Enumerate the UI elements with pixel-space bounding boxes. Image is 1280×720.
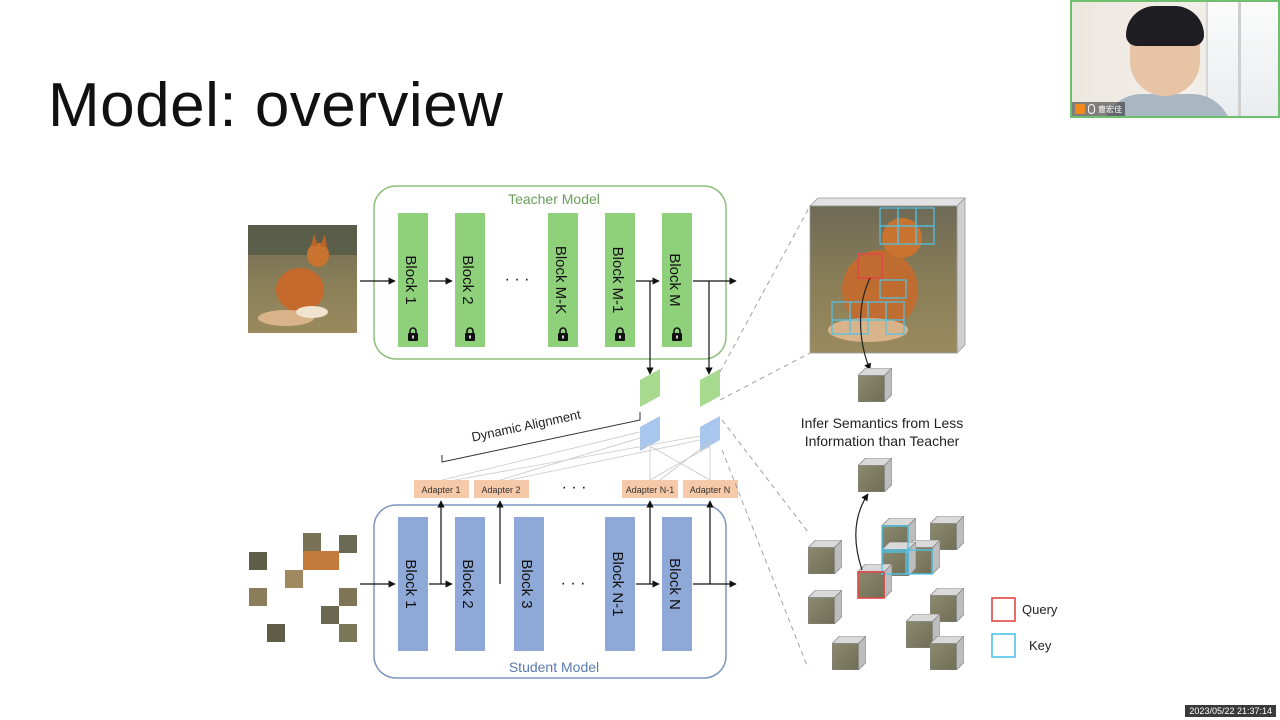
svg-text:Block 1: Block 1 [402,559,419,608]
svg-text:Block 2: Block 2 [459,255,476,304]
teacher-block-1: Block 1 [398,213,428,347]
svg-text:Adapter 2: Adapter 2 [481,485,520,495]
masked-input-patches [249,533,357,642]
dynamic-alignment: Dynamic Alignment [441,407,713,481]
svg-text:Block M-1: Block M-1 [609,247,626,314]
microphone-icon[interactable] [1088,104,1095,114]
legend-query-label: Query [1022,602,1058,617]
student-ellipsis: · · · [561,575,586,592]
svg-text:Block 1: Block 1 [402,255,419,304]
zoomed-teacher-attention [809,197,966,371]
svg-text:Block 2: Block 2 [459,559,476,608]
participant-name: 曹宏佳 [1098,104,1122,114]
adapter-2: Adapter 2 [474,480,529,498]
student-feature-1 [640,416,660,451]
legend-query-swatch [991,597,1016,622]
teacher-block-m: Block M [662,213,692,347]
legend-key-swatch [991,633,1016,658]
adapter-1: Adapter 1 [414,480,469,498]
teacher-ellipsis: · · · [505,271,530,288]
webcam-status-bar: 曹宏佳 [1072,102,1125,116]
infer-caption-line2: Information than Teacher [805,433,960,449]
webcam-background-window [1206,2,1278,116]
student-arrows [360,500,737,588]
teacher-query-cube [858,368,892,402]
recording-timestamp: 2023/05/22 21:37:14 [1185,705,1276,717]
user-icon [1075,104,1085,114]
svg-text:Adapter 1: Adapter 1 [421,485,460,495]
teacher-feature-1 [640,369,660,407]
student-model-label: Student Model [509,659,599,675]
slide-title: Model: overview [48,71,504,140]
student-block-3: Block 3 [514,517,544,651]
svg-text:Adapter N-1: Adapter N-1 [626,485,675,495]
teacher-feature-2 [700,369,720,407]
webcam-video-tile[interactable]: 曹宏佳 [1070,0,1280,118]
student-feature-2 [700,416,720,451]
svg-text:Block N-1: Block N-1 [609,551,626,616]
teacher-model-box [373,185,727,360]
teacher-block-m-1: Block M-1 [605,213,635,347]
svg-text:Block M-K: Block M-K [552,246,569,314]
student-block-1: Block 1 [398,517,428,651]
student-block-n-1: Block N-1 [605,517,635,651]
student-block-2: Block 2 [455,517,485,651]
teacher-block-m-k: Block M-K [548,213,578,347]
input-fox-image [248,225,357,333]
teacher-arrows [360,277,737,375]
infer-caption-line1: Infer Semantics from Less [801,415,964,431]
adapter-n: Adapter N [683,480,738,498]
webcam-hair [1126,6,1204,46]
legend: Query Key [991,597,1058,658]
svg-text:Block M: Block M [666,253,683,306]
student-patch-cubes [808,458,964,670]
svg-text:Adapter N: Adapter N [690,485,731,495]
webcam-shirt [1102,94,1232,116]
adapter-n-1: Adapter N-1 [622,480,678,498]
adapter-ellipsis: · · · [562,479,587,496]
student-block-n: Block N [662,517,692,651]
connector-dashes [719,205,811,669]
student-model-box [373,504,727,679]
svg-text:Block N: Block N [666,558,683,610]
svg-text:Block 3: Block 3 [518,559,535,608]
teacher-model-label: Teacher Model [508,191,600,207]
legend-key-label: Key [1029,638,1052,653]
teacher-block-2: Block 2 [455,213,485,347]
svg-text:Dynamic Alignment: Dynamic Alignment [470,407,582,445]
